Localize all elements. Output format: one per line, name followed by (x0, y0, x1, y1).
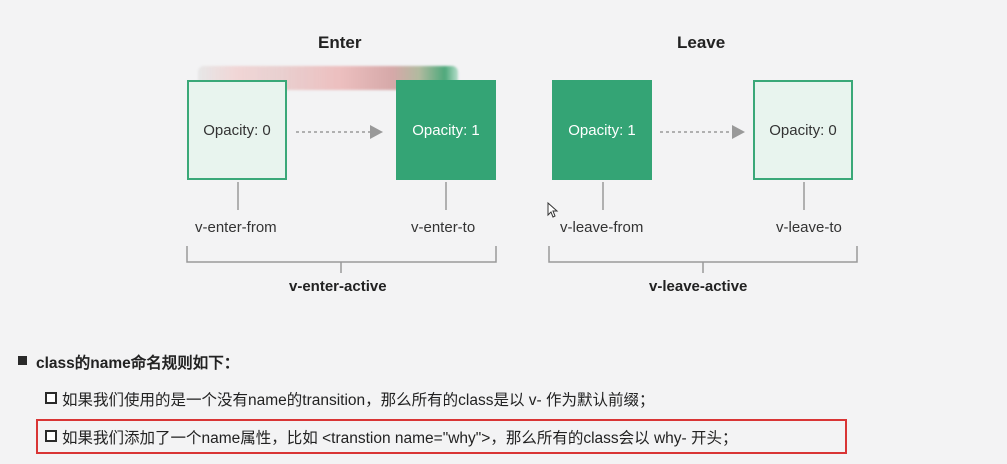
mouse-cursor-icon (547, 201, 559, 218)
note-item-2: 如果我们添加了一个name属性，比如 <transtion name="why"… (62, 430, 738, 447)
enter-to-label: v-enter-to (411, 219, 476, 236)
leave-from-box: Opacity: 1 (552, 80, 652, 180)
note-item-1: 如果我们使用的是一个没有name的transition，那么所有的class是以… (62, 392, 655, 409)
enter-active-label: v-enter-active (289, 278, 387, 295)
notes-heading: class的name命名规则如下： (36, 355, 240, 372)
leave-to-box: Opacity: 0 (753, 80, 853, 180)
enter-from-box-text: Opacity: 0 (203, 121, 271, 139)
leave-to-label: v-leave-to (776, 219, 842, 236)
item-1-bullet-icon (45, 392, 57, 404)
leave-from-label: v-leave-from (560, 219, 644, 236)
leave-active-label: v-leave-active (649, 278, 748, 295)
enter-bracket (186, 246, 497, 263)
heading-bullet-icon (18, 356, 27, 365)
highlight-frame (36, 419, 847, 454)
leave-to-box-text: Opacity: 0 (769, 121, 837, 139)
leave-from-box-text: Opacity: 1 (568, 121, 636, 139)
item-2-bullet-icon (45, 430, 57, 442)
leave-arrow-head (732, 125, 745, 139)
leave-bracket (548, 246, 858, 263)
enter-from-box: Opacity: 0 (187, 80, 287, 180)
leave-title: Leave (677, 33, 726, 52)
diagram-connectors (186, 125, 858, 273)
enter-from-label: v-enter-from (195, 219, 277, 236)
enter-to-box: Opacity: 1 (396, 80, 496, 180)
enter-to-box-text: Opacity: 1 (412, 121, 480, 139)
enter-title: Enter (318, 33, 362, 52)
enter-arrow-head (370, 125, 383, 139)
